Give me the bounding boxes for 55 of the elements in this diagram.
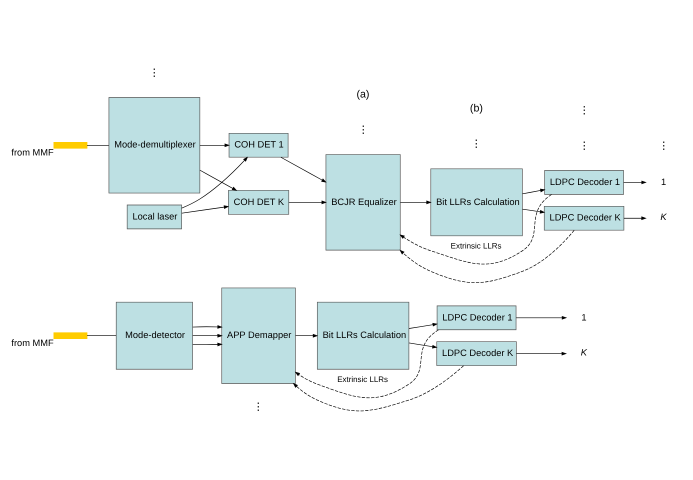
node-box: Local laser	[126, 204, 182, 229]
node-box: LDPC Decoder 1	[544, 170, 624, 194]
node-box: Bit LLRs Calculation	[316, 301, 410, 370]
arrow	[200, 169, 238, 190]
node-box: BCJR Equalizer	[326, 154, 401, 250]
node-box: LDPC Decoder K	[544, 206, 624, 230]
arrow	[399, 229, 575, 282]
arrow	[181, 204, 230, 213]
node-bar	[54, 332, 88, 339]
node-box: Bit LLRs Calculation	[430, 168, 523, 236]
node-text: 1	[581, 312, 587, 322]
label: ⋮	[149, 66, 160, 79]
connector	[86, 144, 110, 146]
node-box: Mode-demultiplexer	[108, 96, 200, 193]
arrow	[400, 200, 432, 204]
arrow	[294, 329, 439, 398]
label: ⋮	[358, 124, 369, 136]
node-box: COH DET K	[228, 190, 290, 214]
label: ⋮	[578, 104, 590, 116]
arrow	[192, 342, 223, 346]
arrow	[522, 208, 546, 214]
node-box: LDPC Decoder K	[436, 340, 517, 366]
node-box: COH DET 1	[228, 132, 288, 158]
arrow	[408, 322, 438, 328]
arrow	[200, 142, 230, 147]
arrow	[408, 342, 438, 348]
node-box: APP Demapper	[221, 287, 296, 384]
arrow	[624, 216, 647, 220]
arrow	[399, 194, 552, 264]
arrow	[292, 364, 464, 411]
connector	[86, 334, 116, 336]
node-text: K	[580, 346, 587, 357]
node-bar	[54, 141, 88, 148]
arrow	[295, 333, 318, 338]
label: (a)	[356, 88, 370, 100]
arrow	[280, 156, 327, 182]
node-label: from MMF	[11, 147, 54, 158]
arrow	[623, 180, 647, 184]
arrow	[192, 333, 223, 338]
node-text: 1	[661, 176, 666, 186]
arrow	[516, 315, 568, 320]
label: ⋮	[578, 140, 590, 152]
arrow	[522, 188, 546, 194]
node-label: from MMF	[11, 338, 54, 348]
node-box: LDPC Decoder 1	[436, 305, 516, 330]
label: ⋮	[471, 138, 482, 150]
label: (b)	[470, 102, 483, 114]
arrow	[192, 324, 223, 328]
label: ⋮	[253, 400, 264, 412]
node-text: K	[660, 212, 667, 222]
label: ⋮	[658, 140, 670, 152]
node-box: Mode-detector	[116, 301, 193, 370]
arrow	[516, 351, 567, 355]
arrow	[288, 200, 327, 204]
arrow	[181, 156, 248, 208]
